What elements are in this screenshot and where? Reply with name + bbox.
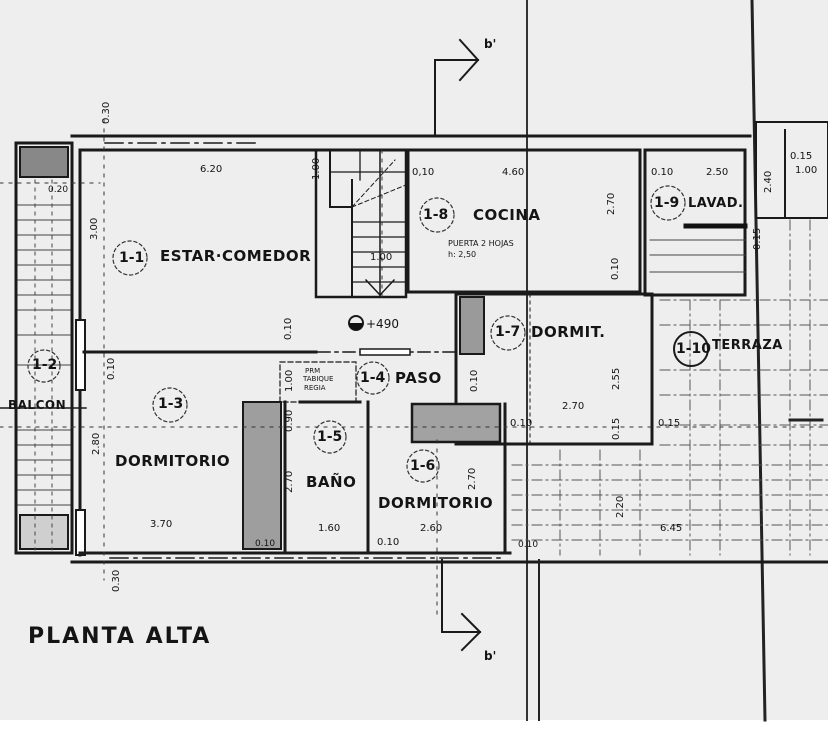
note-cocina-height: h: 2,50: [448, 250, 477, 259]
room-tag-1-7: 1-7: [495, 324, 521, 340]
dim-lavad-left: 0.10: [651, 167, 674, 178]
note-paso-1: PRM: [305, 367, 321, 375]
room-name-lavadero: LAVAD.: [688, 196, 744, 211]
room-name-bano: BAÑO: [306, 473, 357, 491]
room-name-dormitorio-1-3: DORMITORIO: [115, 452, 231, 470]
dim-dorm16-depth: 2.70: [467, 467, 478, 490]
dim-stair-width: 1.00: [370, 252, 393, 263]
dim-lavad-right-2: 1.00: [795, 165, 818, 176]
dim-dorm16-wall: 0.10: [377, 537, 400, 548]
dim-dorm13-wall-bottom: 0.10: [255, 539, 276, 549]
room-tag-1-4: 1-4: [360, 370, 386, 386]
dim-lavad-depth: 2.40: [763, 170, 774, 193]
note-cocina-door: PUERTA 2 HOJAS: [448, 239, 514, 248]
dim-stair-depth: 1.00: [311, 157, 322, 180]
dim-dorm17-wall-bottom: 0.15: [611, 417, 622, 440]
section-cut-marker-top: b': [484, 37, 497, 51]
room-name-cocina: COCINA: [473, 206, 541, 224]
dim-dorm13-depth: 2.80: [91, 432, 102, 455]
room-tag-1-8: 1-8: [423, 207, 449, 223]
dim-cocina-width: 4.60: [502, 167, 525, 178]
dim-terraza-depth: 2.20: [615, 495, 626, 518]
room-tag-1-6: 1-6: [410, 458, 436, 474]
dim-bottom-wall: 0.30: [111, 569, 122, 592]
dim-lavad-width: 2.50: [706, 167, 729, 178]
room-tag-1-9: 1-9: [654, 195, 680, 211]
fold-line: [750, 0, 767, 722]
dim-terraza-width: 6.45: [660, 523, 683, 534]
room-tag-1-3: 1-3: [158, 396, 184, 412]
room-name-estar-comedor: ESTAR·COMEDOR: [160, 247, 312, 265]
dim-cocina-left: 0,10: [412, 167, 435, 178]
dim-dorm13-wall: 0.10: [106, 357, 117, 380]
level-marker: +490: [366, 317, 399, 331]
dim-bano-wall: 0.90: [284, 409, 295, 432]
dim-bano-width: 1.60: [318, 523, 341, 534]
dim-estar-depth: 3.00: [89, 217, 100, 240]
drawing-title: PLANTA ALTA: [28, 624, 212, 649]
room-name-terraza: TERRAZA: [712, 338, 783, 353]
room-name-paso: PASO: [395, 369, 442, 387]
dim-terraza-wall: 0.10: [518, 540, 539, 550]
dim-paso-wall-right: 0.10: [469, 369, 480, 392]
room-tag-1-5: 1-5: [317, 429, 343, 445]
dim-cocina-wall: 0.10: [610, 257, 621, 280]
dim-dorm16-width: 2.60: [420, 523, 443, 534]
dim-bano-depth: 2.70: [284, 470, 295, 493]
section-cut-marker-bottom: b': [484, 649, 497, 663]
dim-lavad-wall-right: 0.15: [790, 151, 813, 162]
dim-estar-width: 6.20: [200, 164, 223, 175]
dim-balcon-wall: 0.20: [48, 185, 69, 195]
scan-margin: [0, 720, 828, 745]
room-name-dormit: DORMIT.: [531, 323, 606, 341]
room-name-balcon: BALCON: [8, 398, 67, 412]
dim-paso-wall-left: 0.10: [283, 317, 294, 340]
room-tag-1-2: 1-2: [32, 357, 58, 373]
dim-dorm17-wall-right: 0.15: [658, 418, 681, 429]
note-paso-2: TABIQUE: [303, 375, 334, 383]
note-paso-3: REGIA: [304, 384, 326, 392]
dim-dorm13-width: 3.70: [150, 519, 173, 530]
dim-dorm17-width: 2.70: [562, 401, 585, 412]
dim-paso-door: 1.00: [284, 369, 295, 392]
dim-dorm17-wall-left: 0.10: [510, 418, 533, 429]
dim-dorm17-depth: 2.55: [611, 367, 622, 390]
dim-top-wall: 0.30: [101, 101, 112, 124]
room-tag-1-1: 1-1: [119, 250, 145, 266]
dim-lavad-side: 0.15: [752, 227, 763, 250]
dim-cocina-depth: 2.70: [606, 192, 617, 215]
room-name-dormitorio-1-6: DORMITORIO: [378, 494, 494, 512]
room-tag-1-10: 1-10: [676, 341, 712, 357]
